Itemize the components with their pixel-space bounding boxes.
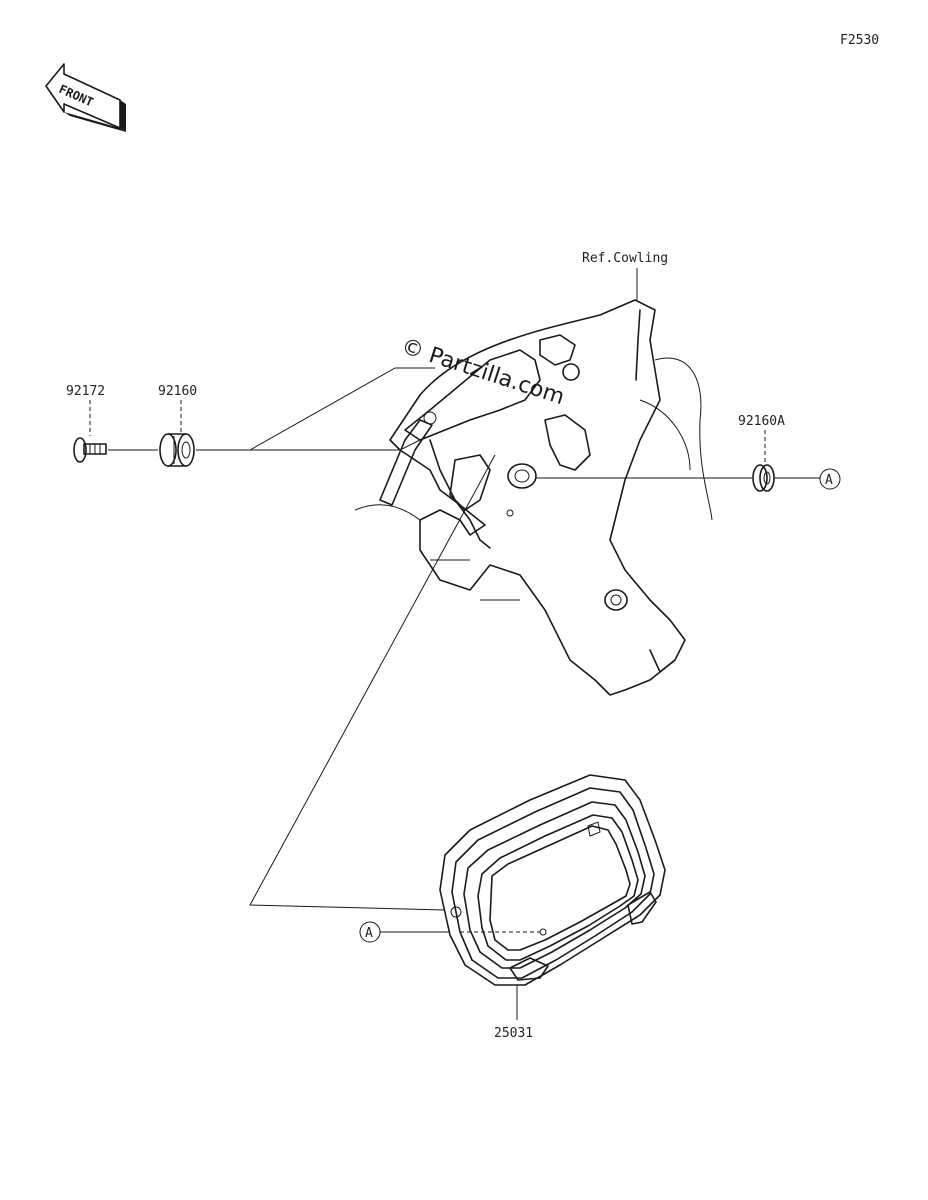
watermark: © Partzilla.com bbox=[398, 334, 567, 410]
part-number-25031: 25031 bbox=[494, 1026, 533, 1041]
front-arrow-icon: FRONT bbox=[45, 63, 126, 132]
grommet-assembly-line-2 bbox=[250, 439, 421, 451]
svg-text:A: A bbox=[825, 473, 833, 488]
grommet-assembly-line bbox=[196, 367, 435, 451]
svg-text:A: A bbox=[365, 926, 373, 941]
meter-assembly-line bbox=[249, 454, 496, 911]
callout-a-left: A bbox=[359, 921, 381, 943]
figure-code: F2530 bbox=[840, 33, 879, 48]
grommet-icon bbox=[159, 433, 195, 467]
meter-assembly bbox=[439, 774, 666, 986]
part-number-92160: 92160 bbox=[158, 384, 197, 399]
callout-a-right: A bbox=[819, 468, 841, 490]
part-number-92172: 92172 bbox=[66, 384, 105, 399]
part-number-92160a: 92160A bbox=[738, 414, 785, 429]
bolt-icon bbox=[73, 437, 107, 463]
ref-cowling-label: Ref.Cowling bbox=[582, 251, 668, 266]
cowling-bracket bbox=[354, 299, 713, 696]
grommet-a-icon bbox=[752, 464, 775, 492]
